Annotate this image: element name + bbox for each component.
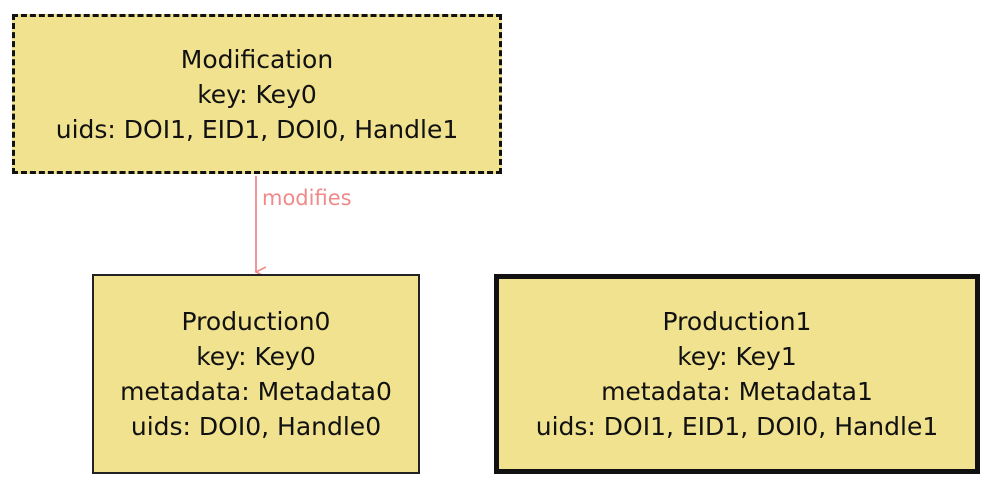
edge-label-modifies: modifies — [262, 186, 352, 210]
node-uids: uids: DOI1, EID1, DOI0, Handle1 — [535, 412, 939, 441]
node-uids: uids: DOI0, Handle0 — [130, 412, 382, 441]
node-title: Production0 — [181, 307, 331, 336]
node-title: Modification — [180, 44, 334, 74]
node-key: key: Key0 — [197, 79, 317, 109]
node-production0: Production0 key: Key0 metadata: Metadata… — [92, 274, 420, 474]
node-metadata: metadata: Metadata0 — [120, 377, 392, 406]
node-production1: Production1 key: Key1 metadata: Metadata… — [494, 274, 980, 474]
node-title: Production1 — [662, 307, 812, 336]
node-metadata: metadata: Metadata1 — [601, 377, 873, 406]
node-key: key: Key1 — [677, 342, 797, 371]
node-uids: uids: DOI1, EID1, DOI0, Handle1 — [55, 114, 459, 144]
node-modification: Modification key: Key0 uids: DOI1, EID1,… — [12, 14, 502, 174]
node-key: key: Key0 — [196, 342, 316, 371]
